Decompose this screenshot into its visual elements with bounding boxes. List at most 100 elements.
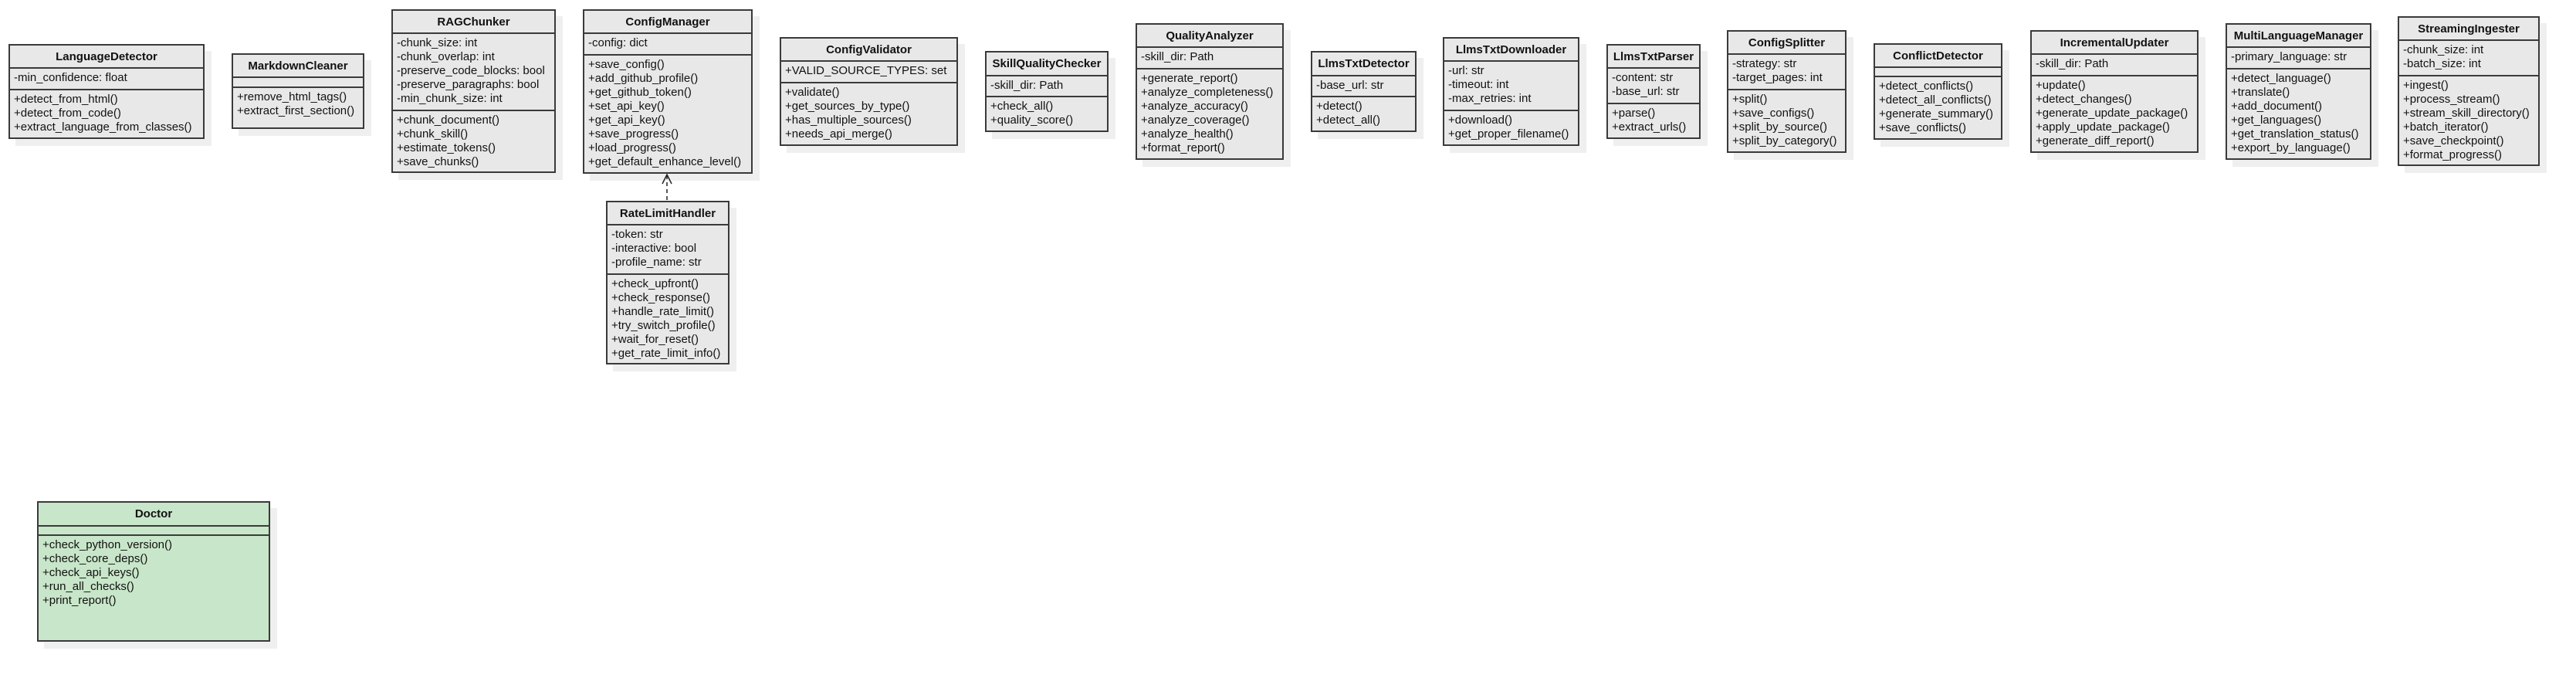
class-method: +get_languages()	[2231, 114, 2322, 127]
class-method: +format_report()	[1141, 141, 1225, 154]
class-method: +quality_score()	[990, 114, 1074, 127]
class-method: +analyze_coverage()	[1141, 114, 1250, 127]
class-method: +get_proper_filename()	[1448, 127, 1569, 141]
class-skill-quality-checker[interactable]: SkillQualityChecker -skill_dir: Path +ch…	[985, 51, 1109, 132]
class-name: ConfigValidator	[781, 39, 956, 62]
class-method: +split_by_category()	[1732, 134, 1837, 147]
class-attribute: -max_retries: int	[1448, 92, 1532, 105]
class-attribute: -strategy: str	[1732, 57, 1797, 70]
class-method: +check_response()	[611, 291, 710, 304]
class-markdown-cleaner[interactable]: MarkdownCleaner +remove_html_tags()+extr…	[232, 53, 364, 129]
class-method: +generate_report()	[1141, 72, 1238, 85]
class-method: +save_config()	[588, 58, 665, 71]
class-rate-limit-handler[interactable]: RateLimitHandler -token: str-interactive…	[606, 201, 729, 364]
class-attribute: -base_url: str	[1612, 85, 1680, 98]
class-name: ConflictDetector	[1875, 45, 2001, 68]
class-llms-txt-detector[interactable]: LlmsTxtDetector -base_url: str +detect()…	[1311, 51, 1417, 132]
class-method: +print_report()	[42, 594, 117, 607]
class-method: +detect_from_code()	[14, 107, 121, 120]
class-attribute: -url: str	[1448, 64, 1484, 77]
class-methods: +split()+save_configs()+split_by_source(…	[1728, 90, 1845, 151]
class-method: +analyze_health()	[1141, 127, 1234, 141]
class-method: +save_chunks()	[397, 155, 479, 168]
class-doctor[interactable]: Doctor +check_python_version()+check_cor…	[37, 501, 270, 642]
class-methods: +detect_language()+translate()+add_docum…	[2227, 69, 2370, 158]
class-name: ConfigSplitter	[1728, 32, 1845, 55]
class-llms-txt-downloader[interactable]: LlmsTxtDownloader -url: str-timeout: int…	[1443, 37, 1579, 146]
class-incremental-updater[interactable]: IncrementalUpdater -skill_dir: Path +upd…	[2030, 30, 2199, 153]
class-method: +chunk_skill()	[397, 127, 469, 141]
class-attributes: -skill_dir: Path	[1137, 48, 1282, 69]
class-method: +export_by_language()	[2231, 141, 2351, 154]
class-method: +format_progress()	[2403, 148, 2502, 161]
class-llms-txt-parser[interactable]: LlmsTxtParser -content: str-base_url: st…	[1606, 44, 1701, 139]
class-attribute: -chunk_size: int	[397, 36, 478, 49]
class-method: +analyze_completeness()	[1141, 86, 1274, 99]
class-attribute: -preserve_paragraphs: bool	[397, 78, 540, 91]
class-method: +check_core_deps()	[42, 552, 148, 565]
class-method: +check_upfront()	[611, 277, 699, 290]
class-method: +check_api_keys()	[42, 566, 140, 579]
class-config-splitter[interactable]: ConfigSplitter -strategy: str-target_pag…	[1727, 30, 1847, 153]
class-method: +handle_rate_limit()	[611, 305, 714, 318]
class-rag-chunker[interactable]: RAGChunker -chunk_size: int-chunk_overla…	[391, 9, 556, 173]
class-method: +detect_from_html()	[14, 93, 118, 106]
class-attribute: -skill_dir: Path	[990, 79, 1064, 92]
class-method: +needs_api_merge()	[785, 127, 892, 141]
class-method: +check_python_version()	[42, 538, 173, 551]
class-method: +translate()	[2231, 86, 2290, 99]
class-config-validator[interactable]: ConfigValidator +VALID_SOURCE_TYPES: set…	[780, 37, 958, 146]
class-attributes	[233, 78, 363, 88]
class-methods: +download()+get_proper_filename()	[1444, 111, 1578, 144]
class-method: +apply_update_package()	[2036, 120, 2170, 134]
class-attribute: +VALID_SOURCE_TYPES: set	[785, 64, 947, 77]
class-attribute: -base_url: str	[1316, 79, 1384, 92]
class-attributes: -content: str-base_url: str	[1608, 69, 1699, 104]
class-methods: +check_python_version()+check_core_deps(…	[39, 536, 269, 610]
class-method: +get_github_token()	[588, 86, 692, 99]
class-method: +save_progress()	[588, 127, 679, 141]
class-method: +has_multiple_sources()	[785, 114, 912, 127]
class-attribute: -chunk_overlap: int	[397, 50, 495, 63]
class-method: +detect_conflicts()	[1879, 80, 1974, 93]
class-attributes: -chunk_size: int-chunk_overlap: int -pres…	[393, 34, 554, 111]
class-method: +chunk_document()	[397, 114, 499, 127]
class-multi-language-manager[interactable]: MultiLanguageManager -primary_language: …	[2226, 23, 2371, 160]
class-attributes: -url: str-timeout: int-max_retries: int	[1444, 62, 1578, 111]
class-method: +get_rate_limit_info()	[611, 347, 721, 360]
class-attribute: -target_pages: int	[1732, 71, 1823, 84]
class-methods: +check_all()+quality_score()	[987, 97, 1107, 130]
class-attribute: -content: str	[1612, 71, 1674, 84]
class-method: +set_api_key()	[588, 100, 665, 113]
class-language-detector[interactable]: LanguageDetector -min_confidence: float …	[8, 44, 205, 139]
class-attribute: -min_confidence: float	[14, 71, 127, 84]
class-streaming-ingester[interactable]: StreamingIngester -chunk_size: int-batch…	[2398, 16, 2540, 166]
class-methods: +ingest()+process_stream()+stream_skill_…	[2399, 76, 2538, 164]
class-attributes: -chunk_size: int-batch_size: int	[2399, 41, 2538, 76]
class-conflict-detector[interactable]: ConflictDetector +detect_conflicts()+det…	[1874, 43, 2002, 140]
class-method: +get_default_enhance_level()	[588, 155, 742, 168]
class-method: +get_sources_by_type()	[785, 100, 910, 113]
class-methods: +update()+detect_changes()+generate_upda…	[2032, 76, 2197, 151]
class-method: +stream_skill_directory()	[2403, 107, 2530, 120]
class-method: +extract_language_from_classes()	[14, 120, 192, 134]
class-attribute: -interactive: bool	[611, 242, 697, 255]
class-config-manager[interactable]: ConfigManager -config: dict +save_config…	[583, 9, 753, 174]
class-attributes: +VALID_SOURCE_TYPES: set	[781, 62, 956, 83]
class-name: QualityAnalyzer	[1137, 25, 1282, 48]
class-attribute: -timeout: int	[1448, 78, 1509, 91]
class-quality-analyzer[interactable]: QualityAnalyzer -skill_dir: Path +genera…	[1136, 23, 1284, 160]
class-attribute: -token: str	[611, 228, 663, 241]
class-attribute: -primary_language: str	[2231, 50, 2348, 63]
class-attribute: -min_chunk_size: int	[397, 92, 503, 105]
class-methods: +save_config()+add_github_profile()+get_…	[584, 56, 751, 171]
class-method: +get_api_key()	[588, 114, 665, 127]
class-method: +save_checkpoint()	[2403, 134, 2504, 147]
class-method: +run_all_checks()	[42, 580, 134, 593]
class-method: +ingest()	[2403, 79, 2449, 92]
class-method: +generate_summary()	[1879, 107, 1993, 120]
class-name: SkillQualityChecker	[987, 53, 1107, 76]
class-method: +update()	[2036, 79, 2086, 92]
class-name: IncrementalUpdater	[2032, 32, 2197, 55]
class-name: MultiLanguageManager	[2227, 25, 2370, 48]
